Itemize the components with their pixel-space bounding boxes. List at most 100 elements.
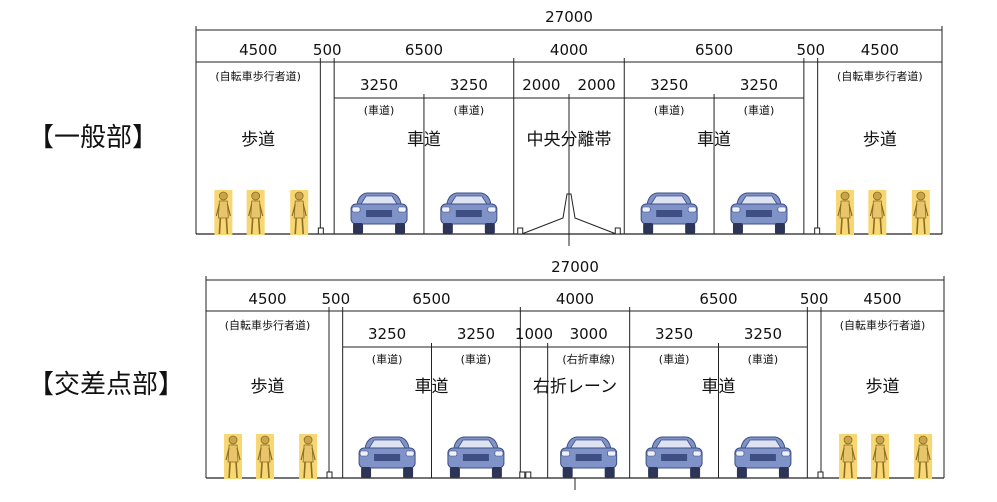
car-windshield — [744, 439, 782, 449]
pedestrian-legs — [303, 461, 313, 479]
pedestrian-arms — [913, 203, 929, 217]
curb-left — [326, 471, 333, 479]
segment-width-label: 4000 — [556, 290, 594, 308]
section-title: 【交差点部】 — [28, 370, 184, 400]
car-headlight-right — [607, 450, 616, 457]
car-headlight-right — [687, 206, 697, 213]
segment-name: 歩道 — [251, 377, 285, 397]
car-headlight-right — [487, 206, 497, 213]
pedestrian-arms — [248, 203, 264, 217]
lane-label: (車道) — [364, 103, 395, 117]
car-windshield — [360, 195, 398, 205]
pedestrian-icon — [256, 434, 275, 479]
lane-width-label: 3250 — [457, 325, 495, 343]
pedestrian-icon — [290, 190, 309, 235]
car-wheel-right — [491, 467, 502, 478]
segment-width-label: 500 — [796, 41, 825, 59]
car-headlight-left — [441, 206, 451, 213]
lane-width-label: 2000 — [578, 76, 616, 94]
car-wheel-left — [732, 223, 743, 234]
segment-width-label: 6500 — [699, 290, 737, 308]
pedestrian-icon — [836, 190, 855, 235]
pedestrian-head — [918, 435, 928, 445]
car-icon — [358, 436, 416, 478]
car-grille — [575, 454, 602, 461]
segment-sublabel: (自転車歩行者道) — [840, 318, 926, 332]
car-icon — [350, 192, 408, 234]
pedestrian-arms — [291, 203, 307, 217]
car-wheel-left — [361, 467, 372, 478]
pedestrian-icon — [299, 434, 318, 479]
lane-width-label: 3250 — [650, 76, 688, 94]
car-windshield — [655, 439, 693, 449]
section-title: 【一般部】 — [28, 123, 158, 153]
pedestrian-head — [218, 191, 228, 201]
car-windshield — [450, 195, 488, 205]
segment-width-label: 4000 — [550, 41, 588, 59]
pedestrian-legs — [228, 461, 238, 479]
pedestrian-body — [250, 200, 262, 219]
lane-label: (車道) — [461, 352, 492, 366]
segment-width-label: 500 — [322, 290, 351, 308]
pedestrian-legs — [260, 461, 270, 479]
car-icon — [730, 192, 788, 234]
pedestrian-head — [294, 191, 304, 201]
pedestrian-body — [293, 200, 305, 219]
pedestrian-body — [842, 444, 854, 463]
car-wheel-left — [736, 467, 747, 478]
total-width-label: 27000 — [551, 258, 599, 276]
lane-width-label: 3250 — [655, 325, 693, 343]
pedestrian-body — [871, 200, 883, 219]
pedestrian-head — [251, 191, 261, 201]
car-grille — [661, 454, 688, 461]
car-wheel-right — [774, 223, 785, 234]
car-grille — [656, 210, 683, 217]
car-headlight-right — [405, 450, 415, 457]
car-wheel-left — [353, 223, 364, 234]
pedestrian-body — [227, 444, 239, 463]
lane-label: (車道) — [659, 352, 690, 366]
median-curb-right — [614, 227, 621, 235]
lane-label: (右折車線) — [562, 352, 615, 366]
total-width-label: 27000 — [545, 8, 593, 26]
lane-label: (車道) — [372, 352, 403, 366]
lane-width-label: 1000 — [515, 325, 553, 343]
segment-width-label: 4500 — [863, 290, 901, 308]
segment-width-label: 6500 — [412, 290, 450, 308]
segment-sublabel: (自転車歩行者道) — [215, 69, 301, 83]
pedestrian-head — [228, 435, 238, 445]
car-headlight-left — [359, 450, 369, 457]
pedestrian-icon — [246, 190, 265, 235]
pedestrian-head — [260, 435, 270, 445]
car-icon — [640, 192, 698, 234]
car-wheel-right — [484, 223, 495, 234]
car-wheel-left — [442, 223, 453, 234]
pedestrian-icon — [914, 434, 933, 479]
segment-width-label: 500 — [313, 41, 342, 59]
car-icon — [440, 192, 498, 234]
car-windshield — [457, 439, 495, 449]
pedestrian-head — [872, 191, 882, 201]
car-wheel-right — [395, 223, 406, 234]
segment-sublabel: (自転車歩行者道) — [225, 318, 311, 332]
pedestrian-arms — [869, 203, 885, 217]
median-curb-left — [517, 227, 524, 235]
pedestrian-body — [259, 444, 271, 463]
pedestrian-legs — [218, 217, 229, 235]
car-wheel-right — [604, 467, 615, 478]
segment-name: 歩道 — [863, 130, 897, 150]
car-wheel-right — [690, 467, 701, 478]
pedestrian-body — [917, 444, 929, 463]
lane-label: (車道) — [744, 103, 775, 117]
pedestrian-icon — [224, 434, 243, 479]
car-icon — [645, 436, 703, 478]
lane-width-label: 3250 — [744, 325, 782, 343]
pedestrian-body — [915, 200, 927, 219]
car-wheel-right — [685, 223, 696, 234]
pedestrian-arms — [215, 203, 231, 217]
segment-sublabel: (自転車歩行者道) — [837, 69, 923, 83]
pedestrian-head — [875, 435, 885, 445]
car-wheel-left — [449, 467, 460, 478]
segment-name: 歩道 — [241, 130, 275, 150]
